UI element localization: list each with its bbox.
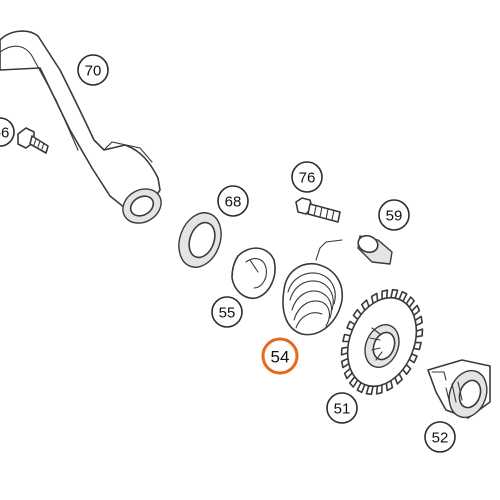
callout-70-label: 70 <box>85 63 102 80</box>
callout-76-label: 76 <box>299 170 316 187</box>
kickstart-lever-icon[interactable] <box>0 30 167 230</box>
torsion-spring-icon[interactable] <box>282 239 343 336</box>
bolt-icon[interactable] <box>17 127 49 154</box>
callout-76[interactable]: 76 <box>291 161 323 193</box>
callout-68-label: 68 <box>225 194 242 211</box>
callout-70[interactable]: 70 <box>77 54 109 86</box>
bushing-icon[interactable] <box>356 233 393 265</box>
callout-59[interactable]: 59 <box>378 199 410 231</box>
callout-55-label: 55 <box>219 305 236 322</box>
bolt-icon[interactable] <box>295 197 341 223</box>
callout-59-label: 59 <box>386 208 403 225</box>
kickstart-gear-icon[interactable] <box>335 287 429 396</box>
callout-52[interactable]: 52 <box>424 421 456 453</box>
callout-52-label: 52 <box>432 430 449 447</box>
callout-56-label: 56 <box>0 125 9 142</box>
spring-clip-icon[interactable] <box>231 247 276 300</box>
callout-55[interactable]: 55 <box>211 296 243 328</box>
callout-51-label: 51 <box>334 401 351 418</box>
callout-54-label: 54 <box>271 348 290 367</box>
callout-68[interactable]: 68 <box>217 185 249 217</box>
washer-icon[interactable] <box>172 207 229 273</box>
callout-56[interactable]: 56 <box>0 117 15 147</box>
ratchet-icon[interactable] <box>427 359 493 423</box>
callout-54[interactable]: 54 <box>261 337 299 375</box>
callout-51[interactable]: 51 <box>326 392 358 424</box>
